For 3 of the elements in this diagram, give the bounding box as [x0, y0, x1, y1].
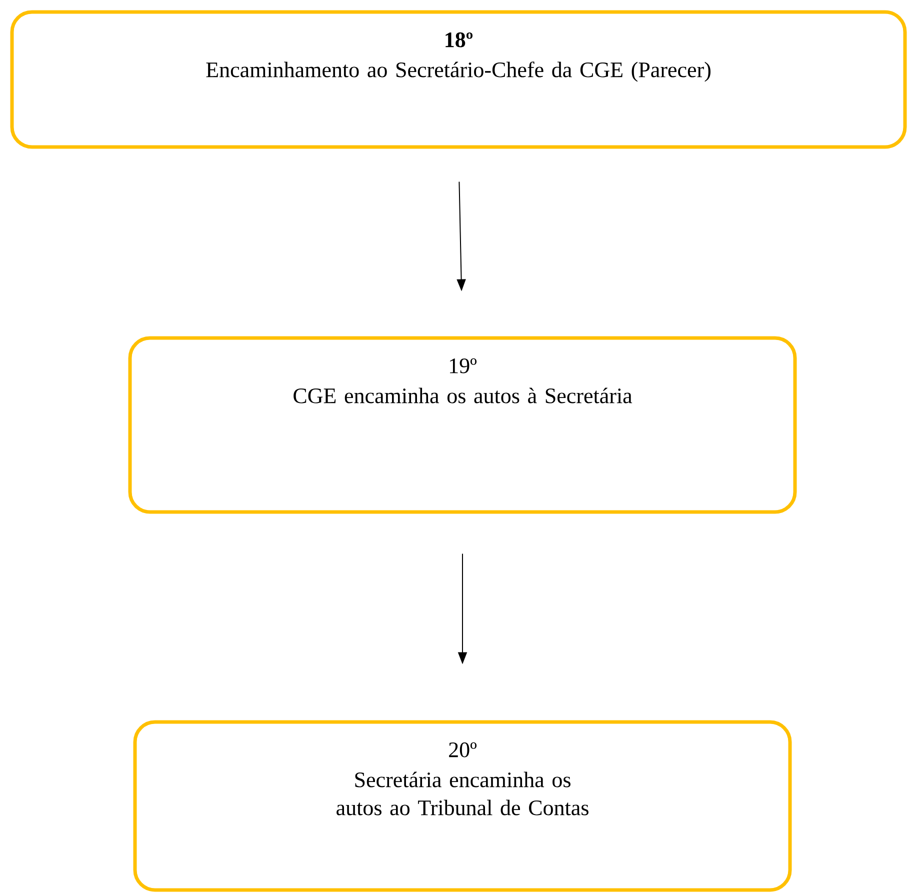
process-box: 18º Encaminhamento ao Secretário-Chefe da CGE (Parecer)	[10, 10, 907, 149]
process-box: 19º CGE encaminha os autos à Secretária	[128, 336, 797, 514]
process-box: 20º Secretária encaminha os autos ao Tribunal de Contas	[133, 720, 792, 892]
